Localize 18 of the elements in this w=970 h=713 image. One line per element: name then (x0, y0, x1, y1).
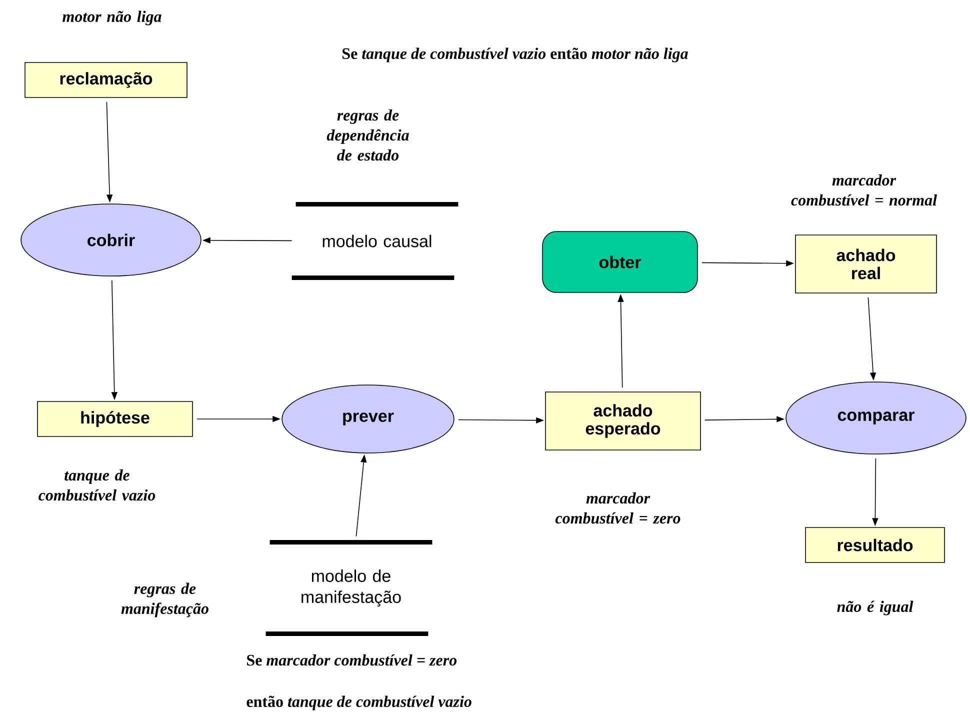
node-caption: motor não liga (62, 10, 162, 26)
process-box: achado real (795, 234, 937, 294)
process-box: resultado (805, 527, 945, 563)
data-store: modelo de manifestação (266, 540, 432, 636)
node-caption: regras de manifestação (121, 582, 208, 618)
node-caption: regras de dependência de estado (326, 109, 409, 161)
rule-text: Se marcador combustível = zero (247, 654, 457, 666)
action-box: obter (542, 231, 698, 293)
rule-text: Se tanque de combustível vazio então motor não liga (342, 48, 688, 62)
node-caption: tanque de combustível vazio (38, 469, 156, 501)
process-box: hipótese (37, 401, 193, 437)
rule-text: então tanque de combustível vazio (246, 696, 472, 710)
process-box: achado esperado (545, 392, 701, 450)
node-caption: marcador combustível = normal (791, 174, 937, 206)
process-box: reclamação (24, 62, 188, 98)
data-store: modelo causal (292, 202, 458, 280)
node-caption: marcador combustível = zero (555, 492, 680, 524)
node-caption: não é igual (837, 600, 914, 616)
